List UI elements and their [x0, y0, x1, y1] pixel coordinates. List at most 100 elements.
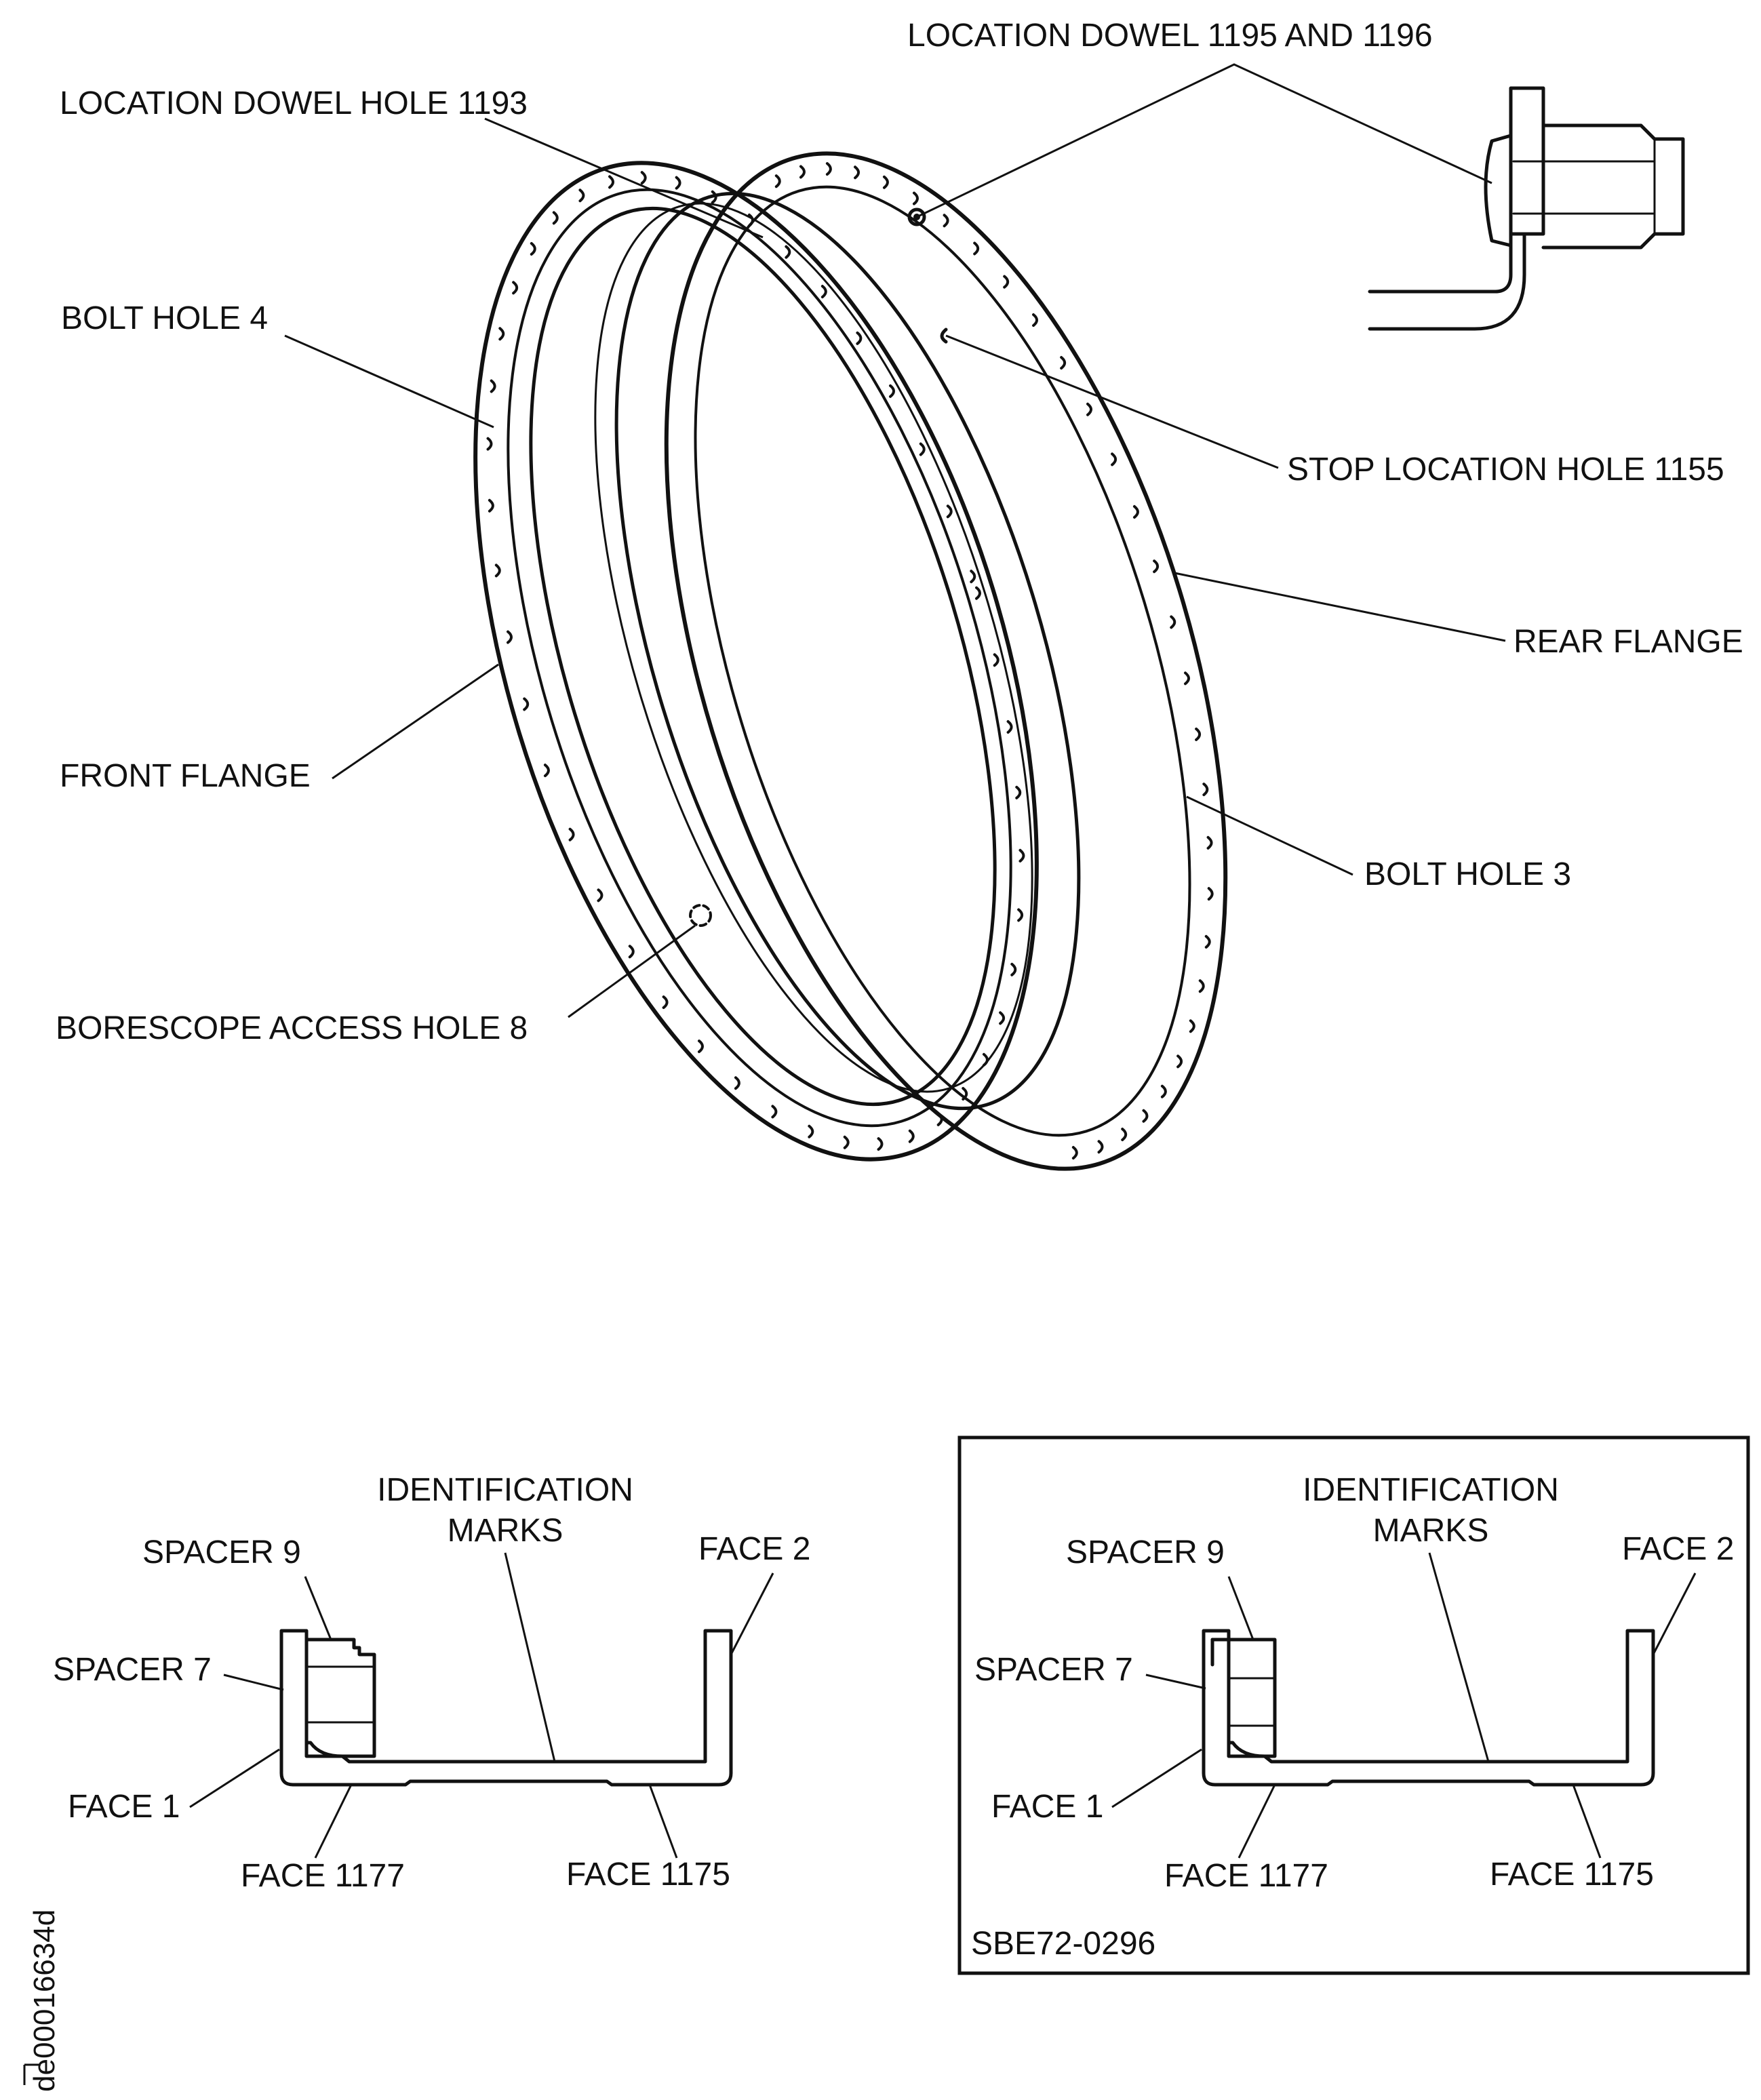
front-flange-inner-edge	[507, 188, 1012, 1128]
dowel-flange-wall	[1368, 232, 1526, 331]
bolt-hole	[640, 171, 647, 185]
callout-labels: LOCATION DOWEL 1195 AND 1196 LOCATION DO…	[56, 18, 1743, 1046]
drawing-id-block: de00016634d	[23, 1909, 61, 2092]
bolt-hole	[1189, 1019, 1195, 1033]
bolt-hole	[962, 1087, 968, 1101]
section-view-frame	[957, 1435, 1750, 1975]
casing-shell	[614, 191, 1081, 1111]
section-view-right: IDENTIFICATION MARKS SPACER 9 SPACER 7 F…	[957, 1435, 1750, 1975]
leader-front-flange	[332, 663, 499, 780]
bolt-hole	[1204, 934, 1211, 949]
label-bolt-hole-4: BOLT HOLE 4	[61, 300, 268, 336]
bolt-hole	[856, 331, 863, 345]
leader-location-dowel-hole	[484, 117, 764, 239]
bolt-hole	[490, 379, 496, 393]
bolt-hole	[943, 214, 949, 228]
bolt-hole	[498, 327, 505, 341]
bolt-hole	[568, 827, 575, 841]
bolt-hole	[919, 442, 926, 456]
stop-location-hole-mark	[940, 328, 948, 344]
bolt-hole	[1015, 785, 1022, 799]
bolt-hole	[1142, 1109, 1149, 1123]
spacer-9-profile-right	[1227, 1638, 1277, 1758]
leader-borescope-access-hole	[568, 924, 696, 1018]
label-spacer-7: SPACER 7	[53, 1652, 212, 1688]
leader-stop-location-hole	[945, 334, 1279, 469]
bolt-hole	[1206, 835, 1213, 850]
bolt-hole	[747, 213, 754, 227]
bolt-hole	[982, 1052, 989, 1067]
reference-number: SBE72-0296	[971, 1926, 1155, 1962]
bolt-hole	[552, 211, 559, 225]
bolt-hole	[1086, 402, 1092, 416]
front-flange-bore	[529, 206, 997, 1107]
dowel-shank	[1541, 123, 1685, 250]
leader-bolt-hole-3	[1186, 795, 1353, 876]
front-flange-outer-edge	[473, 161, 1039, 1162]
location-dowel-marker	[907, 207, 926, 226]
leader-rear-flange	[1174, 572, 1506, 642]
bolt-hole	[608, 175, 615, 189]
bolt-hole	[523, 697, 530, 711]
bolt-hole	[494, 563, 501, 578]
rear-flange-outer-edge	[664, 151, 1228, 1171]
label-location-dowel-1195-1196: LOCATION DOWEL 1195 AND 1196	[907, 18, 1433, 54]
borescope-access-hole-mark	[689, 904, 712, 927]
bolt-hole	[1198, 979, 1205, 993]
bolt-hole	[507, 630, 513, 644]
location-dowel-detail	[1368, 86, 1685, 331]
label-identification-marks-2: MARKS	[448, 1513, 563, 1549]
bolt-hole	[1184, 671, 1190, 686]
bolt-hole	[1032, 313, 1039, 328]
label-face-1175: FACE 1175	[566, 1857, 730, 1893]
bolt-hole	[820, 285, 827, 299]
label-spacer-9: SPACER 9	[142, 1534, 301, 1570]
label-stop-location-hole-1155: STOP LOCATION HOLE 1155	[1287, 452, 1724, 488]
bolt-hole	[908, 1129, 915, 1143]
bolt-hole	[628, 945, 635, 959]
bolt-hole	[1160, 1084, 1167, 1098]
bolt-hole	[530, 241, 536, 256]
label-face-1175-right: FACE 1175	[1490, 1857, 1654, 1893]
bolt-hole	[970, 570, 976, 584]
bolt-hole	[543, 764, 550, 778]
bolt-hole	[799, 165, 806, 179]
bolt-hole	[771, 1105, 778, 1119]
bolt-hole	[697, 1039, 704, 1054]
bolt-hole	[946, 504, 953, 519]
label-spacer-7-right: SPACER 7	[974, 1652, 1133, 1688]
bolt-hole	[912, 191, 919, 205]
bolt-hole	[512, 281, 519, 295]
bolt-hole	[711, 190, 717, 204]
bolt-hole	[889, 384, 895, 398]
casing-profile-right	[1202, 1629, 1655, 1787]
bolt-hole	[1097, 1140, 1104, 1154]
bolt-hole	[1202, 782, 1209, 797]
bolt-hole	[877, 1137, 884, 1151]
rear-flange-inner-edge	[694, 185, 1191, 1137]
bolt-hole	[1121, 1128, 1128, 1142]
label-borescope-access-hole-8: BORESCOPE ACCESS HOLE 8	[56, 1010, 528, 1046]
section-view-left: IDENTIFICATION MARKS SPACER 9 SPACER 7 F…	[53, 1472, 810, 1894]
leader-bolt-hole-4	[284, 334, 494, 429]
bolt-hole	[1010, 962, 1017, 976]
label-face-1-right: FACE 1	[991, 1789, 1103, 1825]
bolt-hole	[1006, 720, 1013, 734]
bolt-hole	[1111, 452, 1117, 467]
bolt-hole	[1071, 1146, 1078, 1160]
label-face-1: FACE 1	[68, 1789, 180, 1825]
bolt-hole	[843, 1135, 850, 1149]
bolt-hole	[1003, 275, 1010, 289]
label-identification-marks: IDENTIFICATION	[377, 1472, 633, 1508]
bolt-hole	[1018, 848, 1025, 863]
leader-location-dowel	[916, 63, 1492, 218]
bolt-hole	[662, 995, 669, 1010]
bolt-hole	[993, 653, 1000, 667]
bolt-hole	[1170, 615, 1176, 629]
label-face-1177-right: FACE 1177	[1164, 1858, 1328, 1894]
casing-ring	[473, 151, 1228, 1171]
label-face-1177: FACE 1177	[241, 1858, 405, 1894]
label-face-2: FACE 2	[698, 1531, 810, 1567]
bolt-hole	[488, 498, 494, 513]
